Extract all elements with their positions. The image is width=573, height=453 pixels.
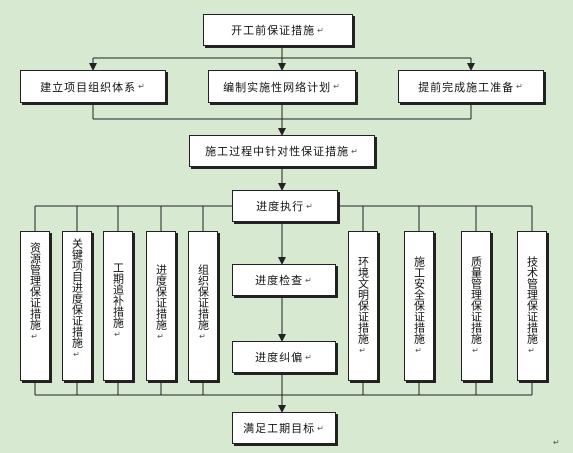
box-process-label: 施工过程中针对性保证措施 (205, 145, 350, 158)
paragraph-mark: ↵ (138, 82, 146, 91)
box-left-measure-4: 进度保证措施↵ (146, 231, 176, 381)
box-right-measure-1-label: 环境文明保证措施↵ (356, 256, 370, 355)
box-prep-3-label: 提前完成施工准备 (418, 80, 515, 94)
paragraph-mark: ↵ (351, 146, 359, 156)
box-progress-correction: 进度纠偏↵ (232, 341, 336, 373)
paragraph-mark: ↵ (31, 332, 38, 341)
box-progress-check-label: 进度检查 (255, 274, 304, 287)
box-right-measure-3-label: 质量管理保证措施↵ (469, 256, 483, 355)
box-left-measure-5-label: 组织保证措施↵ (196, 264, 210, 341)
box-progress-check: 进度检查↵ (232, 264, 336, 296)
box-left-measure-2: 关键项目进度保证措施↵ (62, 231, 92, 381)
box-right-measure-2: 施工安全保证措施↵ (404, 231, 434, 381)
box-goal-label: 满足工期目标 (243, 422, 316, 435)
paragraph-mark-end: ↵ (553, 438, 560, 447)
box-left-measure-3: 工期追补措施↵ (103, 231, 133, 381)
paragraph-mark: ↵ (359, 346, 366, 355)
box-top: 开工前保证措施↵ (203, 14, 353, 46)
box-prep-1-label: 建立项目组织体系 (40, 80, 137, 94)
box-left-measure-4-label: 进度保证措施↵ (154, 264, 168, 341)
box-goal: 满足工期目标↵ (232, 412, 336, 444)
paragraph-mark: ↵ (157, 332, 164, 341)
box-execution-label: 进度执行 (256, 200, 305, 213)
box-prep-2-label: 编制实施性网络计划 (223, 80, 332, 94)
paragraph-mark: ↵ (317, 25, 325, 35)
paragraph-mark: ↵ (333, 82, 341, 91)
box-right-measure-3: 质量管理保证措施↵ (461, 231, 491, 381)
paragraph-mark: ↵ (305, 352, 313, 362)
box-prep-1: 建立项目组织体系↵ (20, 70, 166, 103)
paragraph-mark: ↵ (73, 350, 80, 359)
paragraph-mark: ↵ (516, 82, 524, 91)
box-left-measure-1: 资源管理保证措施↵ (20, 231, 50, 381)
paragraph-mark: ↵ (415, 346, 422, 355)
box-progress-correction-label: 进度纠偏 (255, 351, 304, 364)
box-left-measure-1-label: 资源管理保证措施↵ (28, 242, 42, 341)
box-right-measure-2-label: 施工安全保证措施↵ (412, 256, 426, 355)
paragraph-mark: ↵ (317, 423, 325, 433)
box-left-measure-5: 组织保证措施↵ (188, 231, 218, 381)
paragraph-mark: ↵ (306, 201, 314, 211)
box-right-measure-4: 技术管理保证措施↵ (517, 231, 547, 381)
box-execution: 进度执行↵ (232, 190, 338, 222)
box-prep-3: 提前完成施工准备↵ (398, 70, 544, 103)
box-left-measure-2-label: 关键项目进度保证措施↵ (70, 238, 84, 359)
box-process: 施工过程中针对性保证措施↵ (189, 135, 375, 167)
box-right-measure-1: 环境文明保证措施↵ (348, 231, 378, 381)
box-left-measure-3-label: 工期追补措施↵ (111, 262, 125, 339)
box-prep-2: 编制实施性网络计划↵ (208, 70, 356, 103)
paragraph-mark: ↵ (472, 346, 479, 355)
paragraph-mark: ↵ (199, 332, 206, 341)
paragraph-mark: ↵ (528, 346, 535, 355)
paragraph-mark: ↵ (305, 275, 313, 285)
box-right-measure-4-label: 技术管理保证措施↵ (525, 256, 539, 355)
box-top-label: 开工前保证措施 (231, 24, 316, 37)
paragraph-mark: ↵ (114, 330, 121, 339)
